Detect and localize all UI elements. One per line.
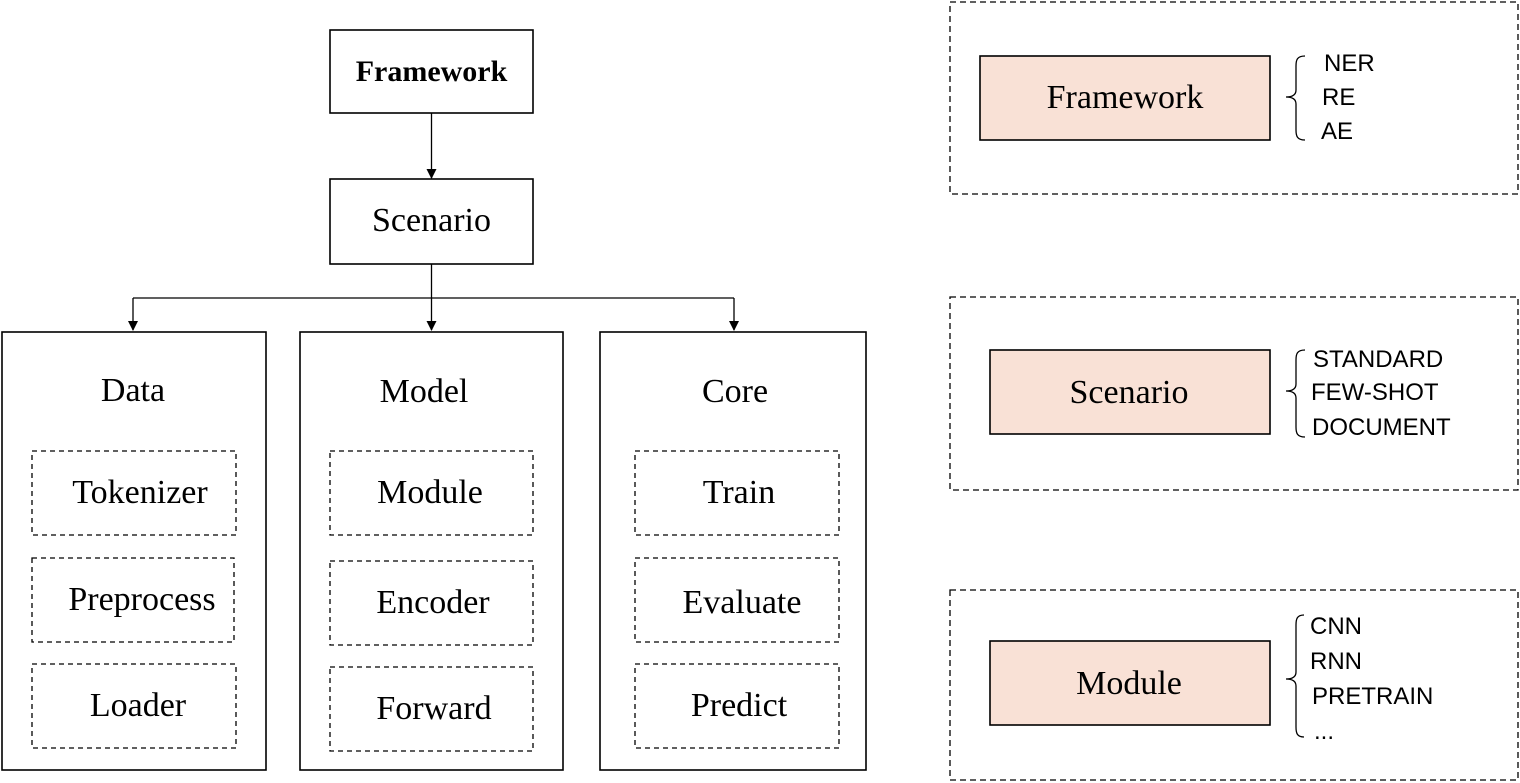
module-panel: Module CNN RNN PRETRAIN ... [949, 589, 1519, 781]
forward-label: Forward [376, 690, 491, 727]
scenario-node: Scenario [329, 178, 534, 265]
core-column: Core Train Evaluate Predict [599, 331, 867, 771]
module-option-cnn: CNN [1310, 613, 1362, 640]
module-panel-box [989, 640, 1271, 726]
encoder-label: Encoder [376, 584, 490, 621]
model-column: Model Module Encoder Forward [299, 331, 564, 771]
evaluate-label: Evaluate [683, 584, 802, 621]
module-option-rnn: RNN [1310, 648, 1362, 675]
framework-node-label: Framework [356, 55, 508, 88]
scenario-panel: Scenario STANDARD FEW-SHOT DOCUMENT [949, 296, 1519, 491]
core-column-title: Core [702, 373, 768, 410]
tokenizer-box [31, 450, 237, 536]
scenario-node-label: Scenario [372, 202, 491, 239]
module-option-pretrain: PRETRAIN [1312, 683, 1433, 710]
module-box [329, 450, 534, 536]
tokenizer-label: Tokenizer [72, 474, 208, 511]
module-option-more: ... [1314, 718, 1334, 745]
data-column-title: Data [101, 372, 165, 409]
scenario-option-document: DOCUMENT [1312, 414, 1451, 441]
encoder-box [329, 560, 534, 646]
evaluate-box [634, 557, 840, 643]
module-label: Module [377, 474, 483, 511]
scenario-option-few-shot: FEW-SHOT [1311, 379, 1439, 406]
framework-option-ae: AE [1321, 118, 1353, 145]
loader-label: Loader [90, 687, 187, 724]
framework-option-ner: NER [1324, 50, 1375, 77]
framework-options-brace [1285, 55, 1306, 141]
train-label: Train [703, 474, 775, 511]
scenario-options-brace [1285, 349, 1306, 438]
forward-box [329, 666, 534, 752]
scenario-panel-label: Scenario [1070, 374, 1189, 411]
loader-box [31, 663, 237, 749]
train-box [634, 450, 840, 536]
predict-label: Predict [691, 687, 788, 724]
module-options-brace [1285, 614, 1305, 738]
scenario-option-standard: STANDARD [1313, 346, 1443, 373]
preprocess-label: Preprocess [68, 581, 215, 618]
preprocess-box [31, 557, 235, 643]
framework-panel: Framework NER RE AE [949, 1, 1519, 195]
data-column: Data Tokenizer Preprocess Loader [1, 331, 267, 771]
framework-option-re: RE [1322, 84, 1355, 111]
scenario-panel-box [989, 349, 1271, 435]
predict-box [634, 663, 840, 749]
framework-panel-label: Framework [1047, 79, 1204, 116]
branch-connectors [128, 264, 739, 331]
framework-node: Framework [329, 29, 534, 114]
model-column-title: Model [380, 373, 469, 410]
framework-panel-box [979, 55, 1271, 141]
module-panel-label: Module [1076, 665, 1182, 702]
